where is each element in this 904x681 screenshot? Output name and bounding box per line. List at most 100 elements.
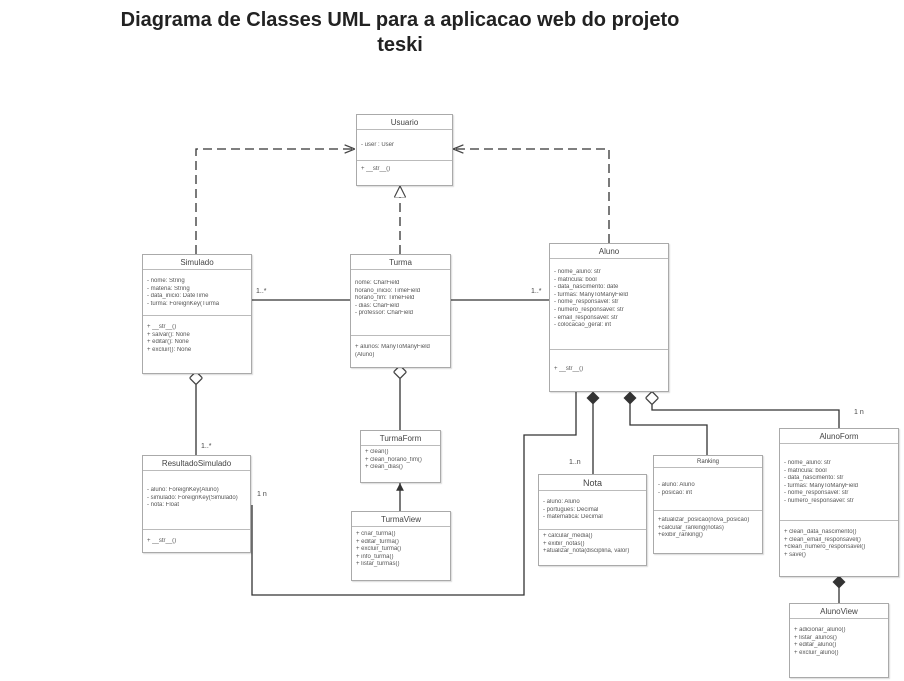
attribute: - nome_aluno: str (784, 460, 831, 466)
method: + listar_turmas() (356, 561, 400, 568)
attribute: - posicao: int (658, 489, 693, 496)
attributes-section: - nome_aluno: str - matricula: bool - da… (780, 444, 898, 520)
method: + listar_alunos() (794, 634, 837, 641)
methods-section: + __str__() + salvar(): None + editar():… (143, 315, 251, 356)
attribute: - matricula: bool (784, 467, 827, 474)
attribute: - turmas: ManyToManyField (784, 482, 859, 489)
method: + calcular_media() (543, 533, 593, 539)
attribute: - data_nascimento: str (784, 475, 844, 482)
class-name: AlunoView (790, 604, 888, 619)
mult-alunoform-top: 1 n (854, 409, 864, 416)
class-name: TurmaForm (361, 431, 440, 446)
class-name: Simulado (143, 255, 251, 270)
attribute: - dias: CharField (355, 302, 400, 309)
attribute: - nota: Float (147, 502, 180, 509)
method: +atualizar_posicao(nova_posicao) (658, 517, 750, 523)
method: + __str__() (361, 166, 391, 172)
attribute: - numero_responsavel: str (784, 497, 854, 504)
attributes-section: - aluno: Aluno - portugues: Decimal - ma… (539, 491, 646, 529)
attribute: - numero_responsavel: str (554, 306, 624, 313)
method: + __str__() (554, 366, 584, 372)
mult-turma-aluno: 1..* (531, 288, 542, 295)
attribute: - aluno: ForeignKey(Aluno) (147, 487, 219, 493)
class-usuario[interactable]: Usuario - user : User + __str__() (356, 114, 453, 186)
method: + clean() (365, 449, 389, 455)
class-name: Usuario (357, 115, 452, 130)
class-turma[interactable]: Turma nome: CharField horario_inicio: Ti… (350, 254, 451, 368)
method: + adicionar_aluno() (794, 627, 846, 633)
methods-section: + __str__() (550, 349, 668, 376)
diagram-title: Diagrama de Classes UML para a aplicacao… (100, 8, 700, 58)
method: +calcular_ranking(notas) (658, 524, 724, 531)
method: + excluir_turma() (356, 546, 402, 553)
method: + editar(): None (147, 339, 189, 346)
class-name: AlunoForm (780, 429, 898, 444)
class-turmaview[interactable]: TurmaView + criar_turma() + editar_turma… (351, 511, 451, 581)
method: + __str__() (147, 538, 177, 544)
attribute: - professor: CharField (355, 310, 414, 317)
attribute: - nome_responsavel: str (784, 490, 849, 497)
simulado-usuario-link (195, 149, 355, 254)
class-name: Nota (539, 475, 646, 491)
attribute: - aluno: Aluno (543, 499, 580, 505)
method: (Aluno) (355, 351, 375, 358)
attribute: - data_nascimento: date (554, 284, 619, 291)
title-line-2: teski (377, 34, 423, 56)
class-alunoview[interactable]: AlunoView + adicionar_aluno() + listar_a… (789, 603, 889, 678)
class-nota[interactable]: Nota - aluno: Aluno - portugues: Decimal… (538, 474, 647, 566)
attribute: - nome: String (147, 278, 185, 284)
attribute: - aluno: Aluno (658, 482, 695, 488)
class-name: Ranking (654, 456, 762, 468)
attribute: - user : User (361, 142, 395, 148)
class-name: ResultadoSimulado (143, 456, 250, 471)
method: + info_turma() (356, 553, 394, 560)
resultado-aluno-link (251, 392, 577, 596)
class-ranking[interactable]: Ranking - aluno: Aluno - posicao: int +a… (653, 455, 763, 554)
methods-section: + adicionar_aluno() + listar_alunos() + … (790, 619, 888, 659)
methods-section: + __str__() (357, 160, 452, 176)
attribute: nome: CharField (355, 280, 400, 286)
method: + clean_horario_fim() (365, 456, 422, 463)
attribute: - turmas: ManyToManyField (554, 291, 629, 298)
attribute: - matematica: Decimal (543, 514, 603, 521)
attributes-section: - nome_aluno: str - matricula: bool - da… (550, 259, 668, 349)
class-name: Aluno (550, 244, 668, 259)
attribute: - turma: ForeignKey(Turma (147, 300, 220, 307)
aluno-usuario-link (453, 149, 610, 243)
method: + clean_email_responsavel() (784, 536, 861, 543)
mult-resultado-top: 1..* (201, 443, 212, 450)
methods-section: + clean_data_nascimento() + clean_email_… (780, 520, 898, 561)
class-simulado[interactable]: Simulado - nome: String - materia: Strin… (142, 254, 252, 374)
methods-section: + criar_turma() + editar_turma() + exclu… (352, 527, 450, 571)
class-alunoform[interactable]: AlunoForm - nome_aluno: str - matricula:… (779, 428, 899, 577)
method: + save() (784, 551, 806, 558)
attribute: - materia: String (147, 285, 190, 292)
methods-section: + calcular_media() + exibir_notas() +atu… (539, 529, 646, 558)
attribute: - simulado: ForeignKey(Simulado) (147, 494, 238, 501)
title-line-1: Diagrama de Classes UML para a aplicacao… (120, 9, 680, 31)
mult-nota-top: 1..n (569, 459, 581, 466)
method: + clean_data_nascimento() (784, 529, 857, 535)
method: +clean_numero_responsavel() (784, 544, 866, 551)
class-resultadosimulado[interactable]: ResultadoSimulado - aluno: ForeignKey(Al… (142, 455, 251, 553)
method: + excluir_aluno() (794, 649, 839, 656)
method: +exibir_ranking() (658, 532, 703, 539)
attribute: - colocacao_geral: int (554, 322, 612, 329)
attributes-section: - aluno: ForeignKey(Aluno) - simulado: F… (143, 471, 250, 529)
methods-section: + __str__() (143, 529, 250, 548)
method: + editar_turma() (356, 538, 399, 545)
class-name: Turma (351, 255, 450, 270)
attribute: horario_fim: TimeField (355, 295, 415, 302)
class-turmaform[interactable]: TurmaForm + clean() + clean_horario_fim(… (360, 430, 441, 483)
attribute: horario_inicio: TimeField (355, 287, 421, 294)
attributes-section: - nome: String - materia: String - data_… (143, 270, 251, 315)
class-aluno[interactable]: Aluno - nome_aluno: str - matricula: boo… (549, 243, 669, 392)
method: + editar_aluno() (794, 642, 837, 649)
attributes-section: - aluno: Aluno - posicao: int (654, 468, 762, 510)
attribute: - nome_responsavel: str (554, 299, 619, 306)
attribute: - nome_aluno: str (554, 269, 601, 275)
method: + criar_turma() (356, 531, 396, 537)
method: + __str__() (147, 324, 177, 330)
